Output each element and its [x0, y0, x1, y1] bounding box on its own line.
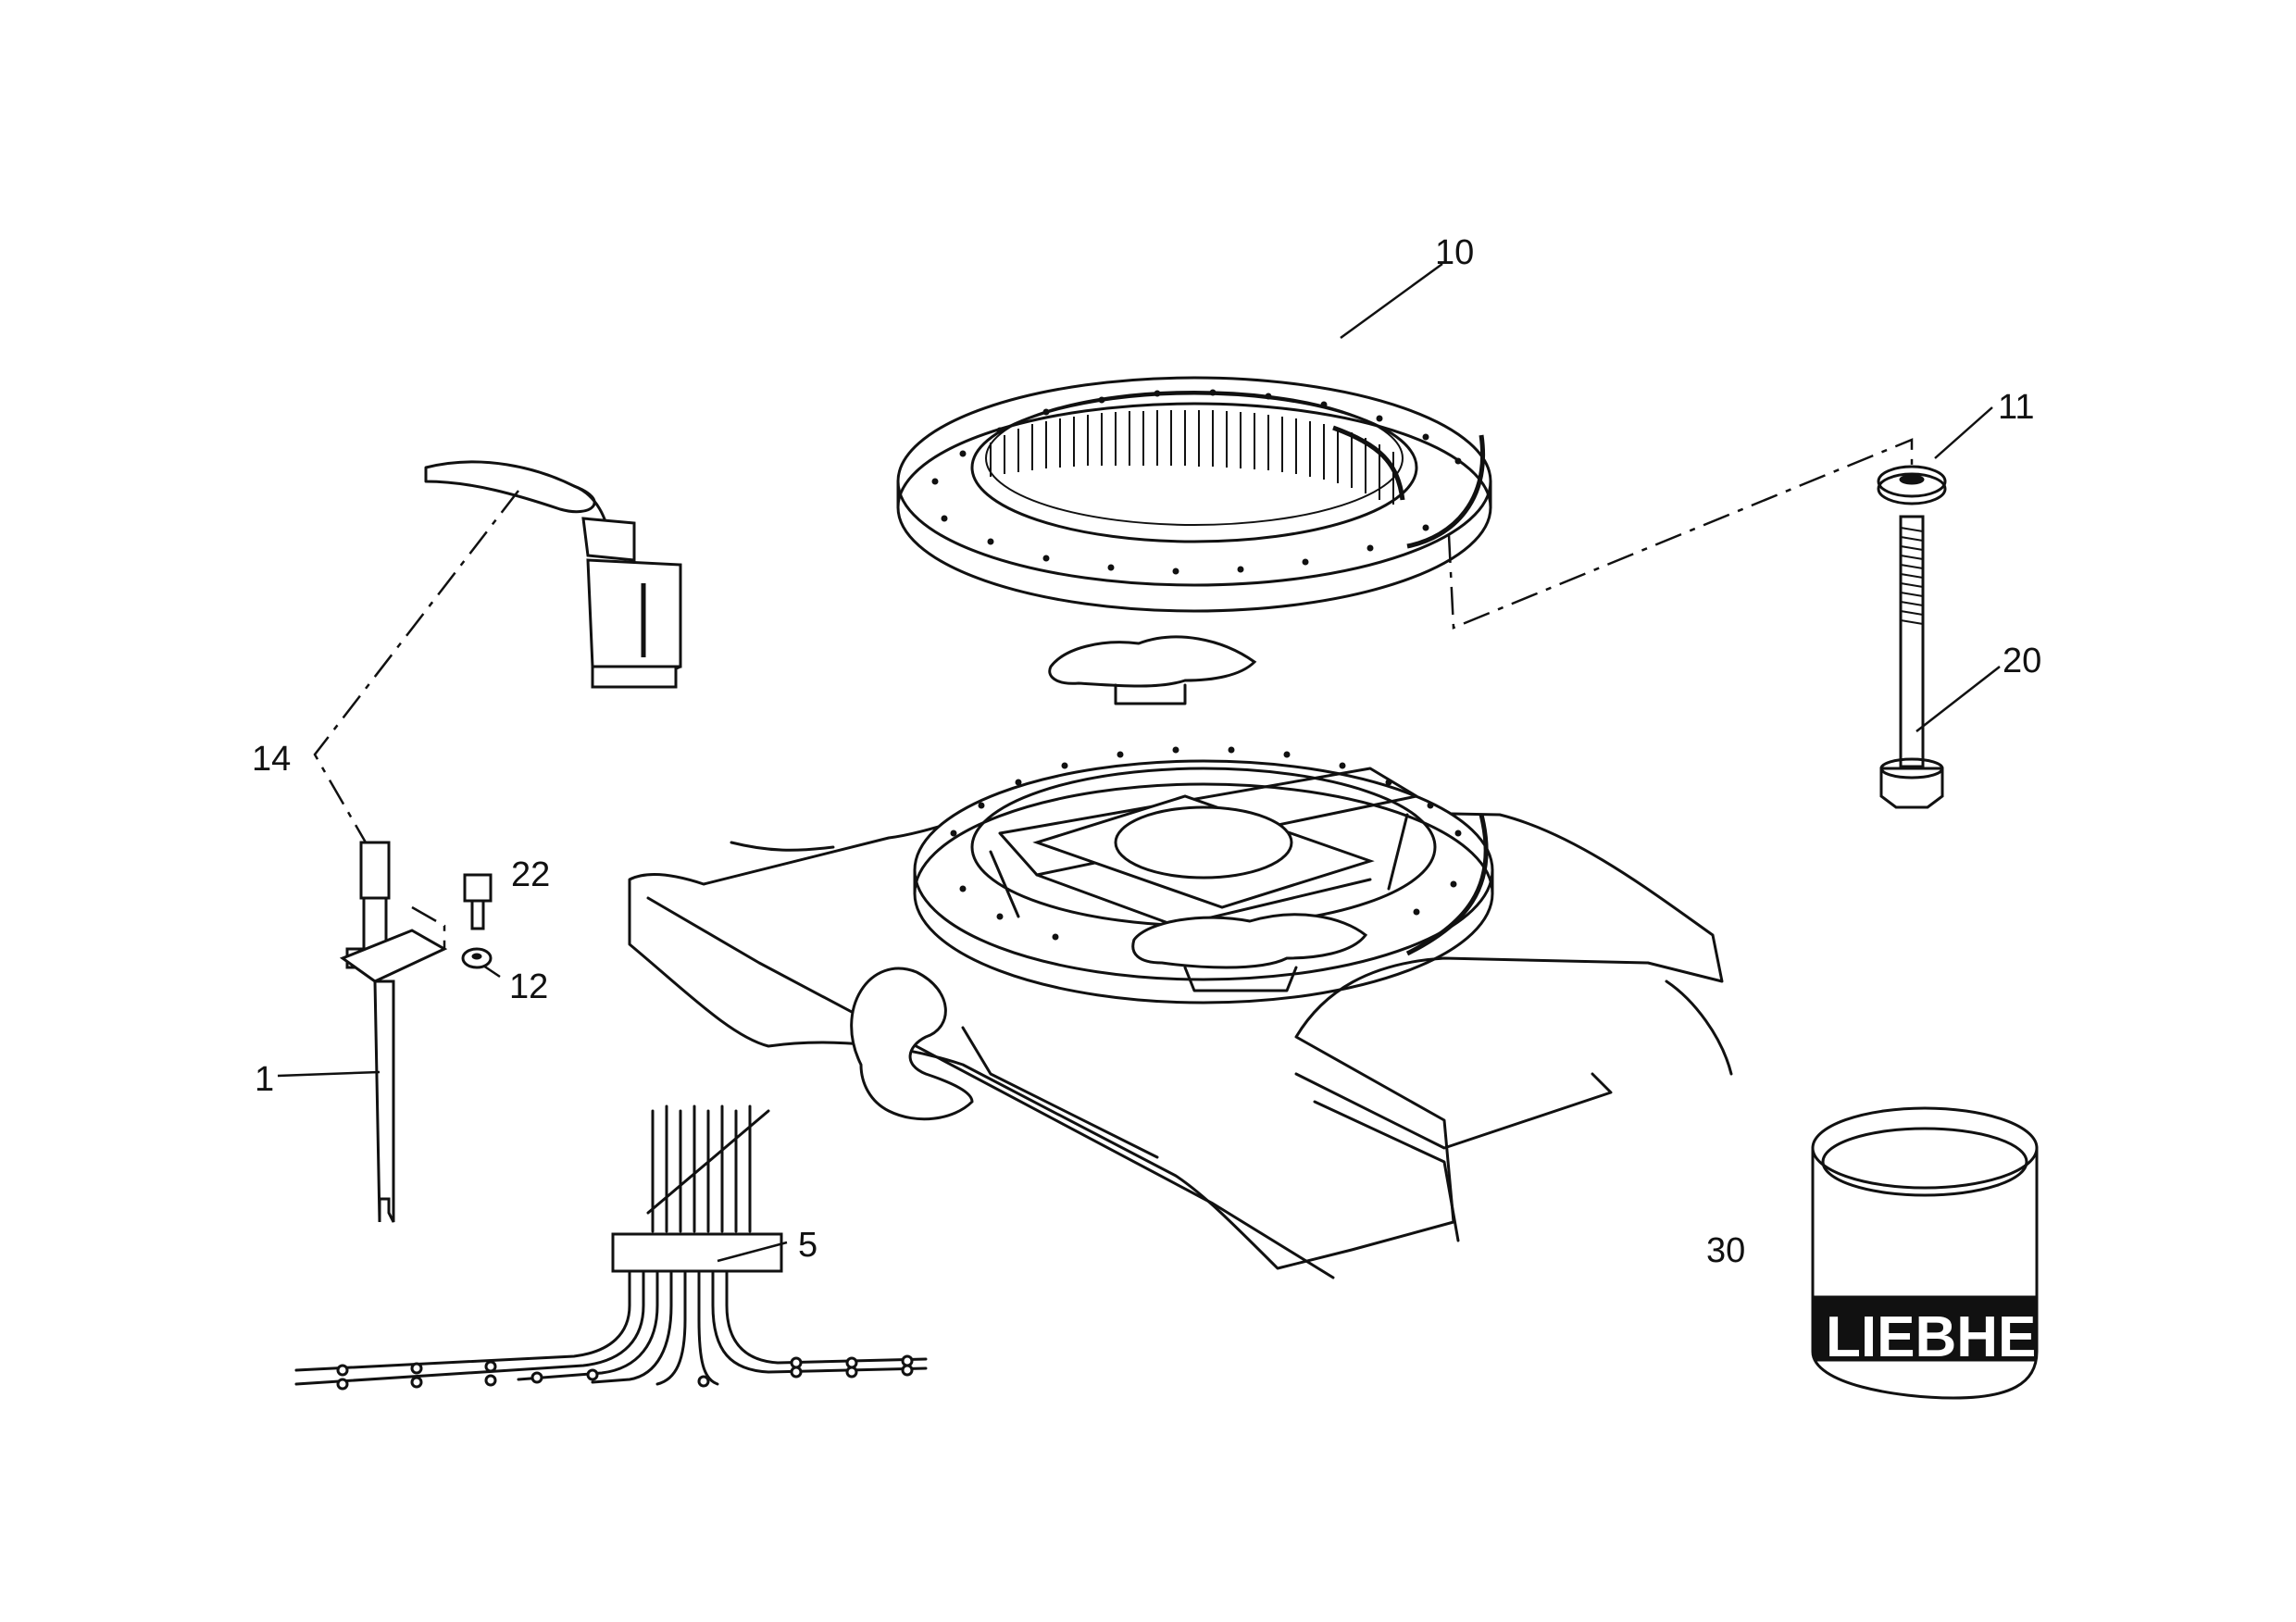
cable-harness-part [294, 1104, 928, 1391]
callout-1: 1 [255, 1060, 274, 1099]
callout-12: 12 [509, 967, 548, 1006]
leader-lines [277, 262, 2001, 1263]
slewing-ring-part [896, 376, 1492, 613]
callout-11: 11 [1998, 388, 2034, 427]
probe-part [339, 905, 448, 1223]
washer-part [1877, 465, 1947, 505]
callout-10: 10 [1435, 233, 1474, 272]
small-washer-part [461, 947, 493, 969]
callout-30: 30 [1706, 1231, 1745, 1270]
bolt-assembly-dashed-line [1447, 438, 1914, 630]
callout-5: 5 [798, 1226, 817, 1265]
hydraulic-hose-part [424, 460, 682, 689]
callout-22: 22 [511, 855, 550, 894]
screw-part [463, 873, 493, 930]
callout-14: 14 [252, 740, 291, 779]
can-brand-label: LIEBHER [1826, 1305, 2078, 1369]
bolt-part [1879, 515, 1944, 809]
callout-20: 20 [2003, 642, 2041, 680]
turntable-assembly [628, 635, 1733, 1279]
grease-can-part: LIEBHER [1811, 1106, 2078, 1400]
hose-dashed-line [313, 490, 519, 843]
